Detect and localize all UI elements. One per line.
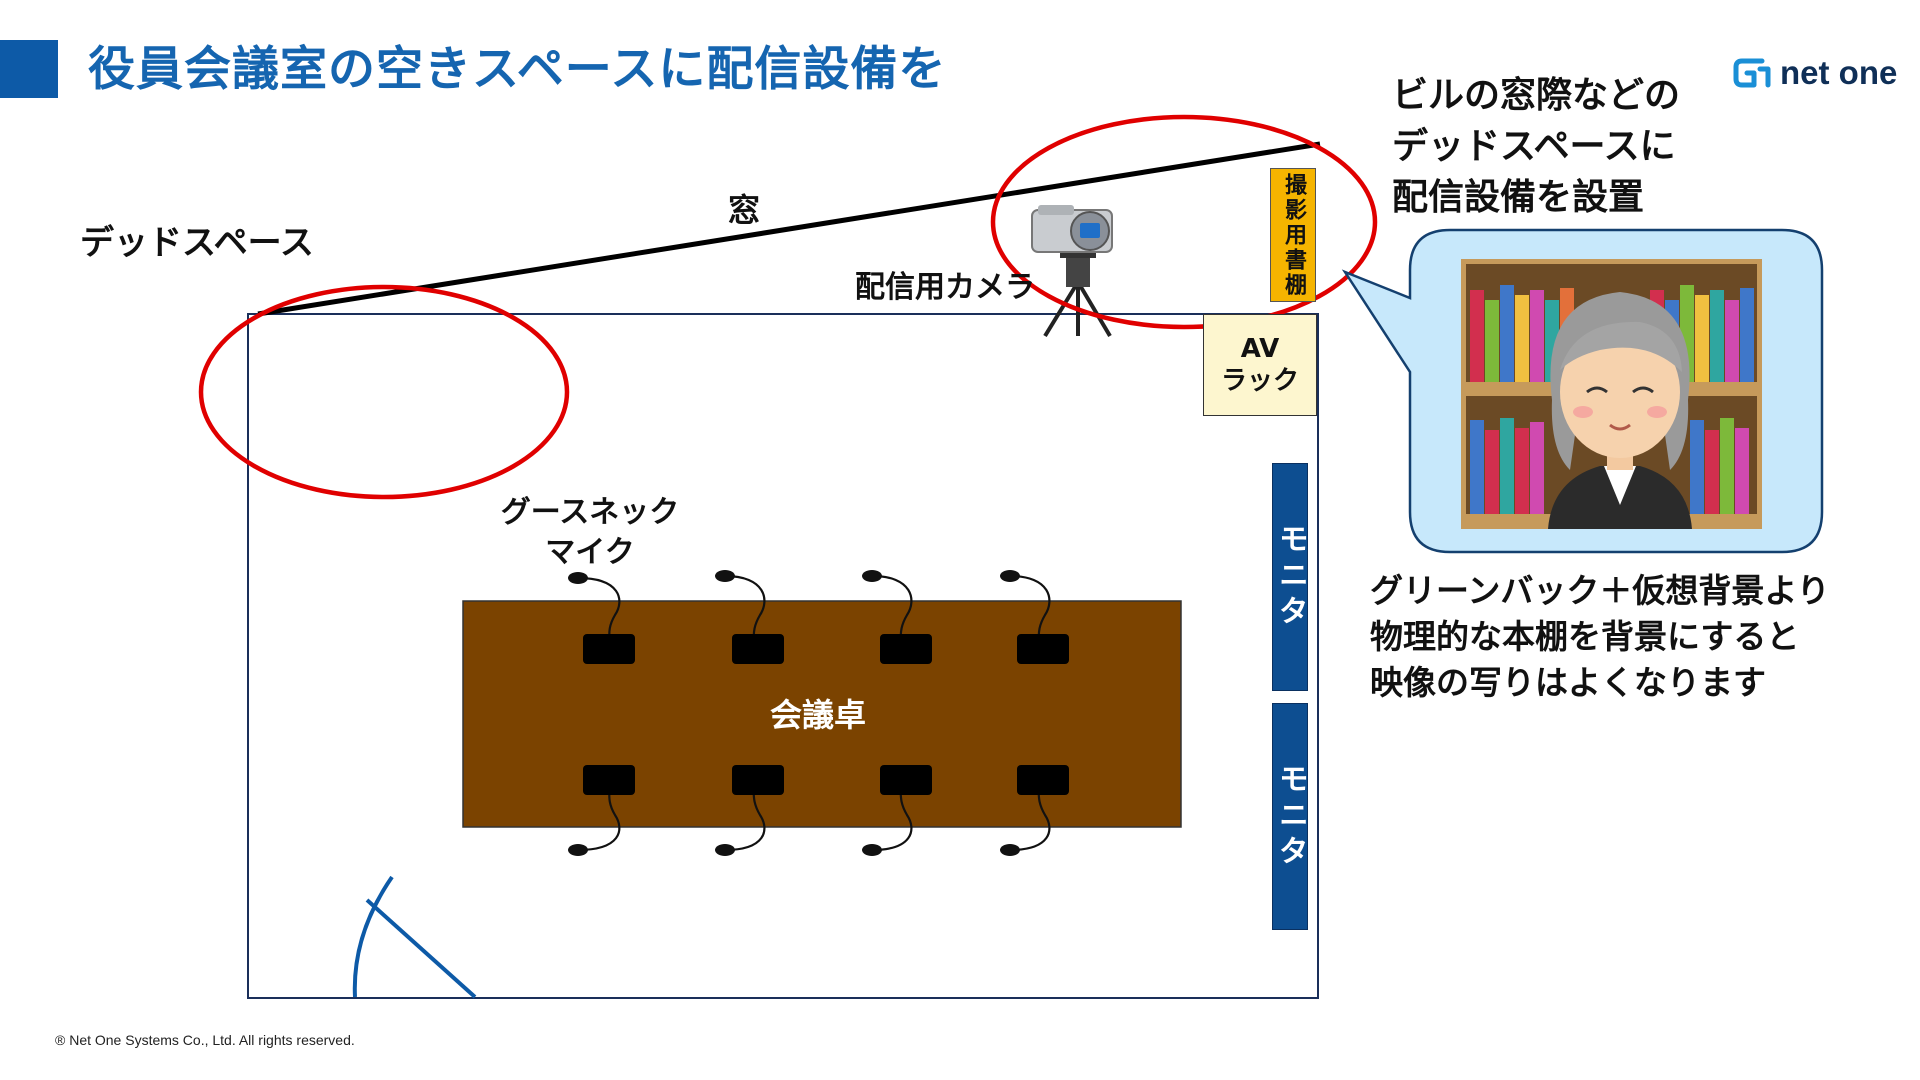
av-rack-line-2: ラック [1220,366,1299,396]
highlight-equipment [990,114,1378,330]
mic-label-line-1: グースネック [500,495,680,530]
callout-note-line-3: 映像の写りはよくなります [1370,663,1766,702]
bookshelf-label: 撮影用書棚 [1281,172,1306,298]
highlight-dead-space [198,284,570,500]
callout-title: ビルの窓際などの デッドスペースに 配信設備を設置 [1392,70,1680,223]
bookshelf-person-illustration [1461,259,1762,529]
monitor-2: モニタ [1272,703,1308,930]
callout-title-line-3: 配信設備を設置 [1392,177,1645,218]
room-outline [247,313,1319,999]
netone-logo-icon [1733,58,1771,88]
company-logo: net one [1732,50,1897,96]
conference-table-label: 会議卓 [770,696,867,734]
mic-tips [568,570,1020,856]
page-title: 役員会議室の空きスペースに配信設備を [88,42,947,97]
camera-label: 配信用カメラ [855,270,1035,305]
gooseneck-mic-label: グースネック マイク [485,493,695,573]
mic-bases [583,634,1069,795]
dead-space-label: デッドスペース [80,223,314,263]
callout-title-line-2: デッドスペースに [1392,126,1676,167]
door-arc [352,875,394,998]
door-leaf [365,898,477,999]
title-accent-bar [0,40,58,98]
mic-label-line-2: マイク [545,535,635,570]
monitor-1-label: モニタ [1273,523,1308,631]
callout-note-line-2: 物理的な本棚を背景にすると [1370,617,1800,656]
av-rack-box: AV ラック [1203,314,1317,416]
monitor-1: モニタ [1272,463,1308,691]
monitor-2-label: モニタ [1273,762,1308,871]
bookshelf-box: 撮影用書棚 [1270,168,1316,302]
window-line [257,141,1321,317]
callout-note: グリーンバック＋仮想背景より 物理的な本棚を背景にすると 映像の写りはよくなりま… [1370,568,1830,706]
copyright-footer: ® Net One Systems Co., Ltd. All rights r… [55,1032,355,1048]
callout-note-line-1: グリーンバック＋仮想背景より [1370,571,1830,610]
av-rack-line-1: AV [1240,334,1280,364]
camera-icon [1031,205,1113,338]
logo-text: net one [1780,54,1898,91]
window-label: 窓 [728,191,761,229]
callout-title-line-1: ビルの窓際などの [1392,75,1681,116]
